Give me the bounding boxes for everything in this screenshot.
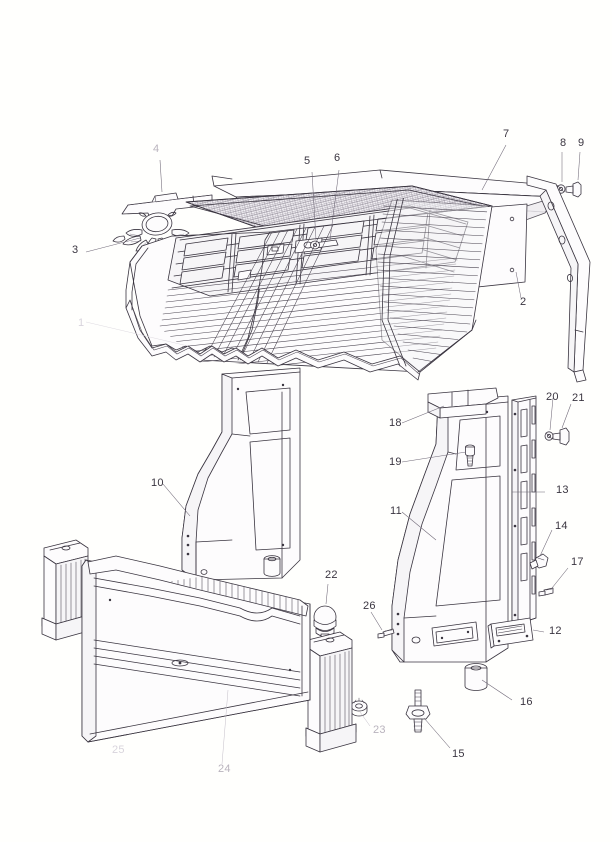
callout-number-2: 2	[520, 296, 526, 308]
callout-number-17: 17	[571, 556, 584, 568]
callout-number-24: 24	[218, 763, 231, 775]
callout-number-12: 12	[549, 625, 562, 637]
part-26-set-screw	[377, 628, 395, 639]
callout-number-18: 18	[389, 417, 402, 429]
callout-number-8: 8	[560, 137, 566, 149]
grille-right-post	[305, 631, 357, 753]
callout-number-13: 13	[556, 484, 569, 496]
callout-number-19: 19	[389, 456, 402, 468]
callout-leader-lines	[85, 144, 581, 765]
callout-number-3: 3	[72, 244, 78, 256]
part-18-cross-tie-bracket	[427, 387, 499, 419]
callout-number-16: 16	[520, 696, 533, 708]
callout-number-5: 5	[304, 155, 310, 167]
callout-number-4: 4	[153, 143, 159, 155]
callout-number-21: 21	[572, 392, 585, 404]
part-20-washer	[544, 431, 554, 441]
callout-number-25: 25	[112, 744, 125, 756]
callout-number-6t: 6	[334, 152, 340, 164]
part-14-shoulder-bolt	[529, 553, 549, 570]
part-19-flange-bolt	[465, 444, 475, 467]
part-1-radiator-shell-grille	[125, 185, 493, 381]
callout-number-7: 7	[503, 128, 509, 140]
part-9-hex-bolt	[565, 181, 582, 198]
part-10-left-support-bracket	[181, 367, 301, 581]
callout-number-26: 26	[363, 600, 376, 612]
part-23-castellated-nut	[350, 697, 368, 717]
callout-number-11: 11	[390, 505, 402, 517]
callout-number-22: 22	[325, 569, 338, 581]
part-15-stud-bolt-with-flange	[405, 689, 431, 733]
part-21-bolt	[552, 427, 570, 446]
callout-number-1: 1	[78, 317, 84, 329]
callout-number-23: 23	[373, 724, 386, 736]
part-12-latch-keeper-plate	[487, 617, 534, 649]
part-6-latch-handle-screw	[310, 239, 339, 250]
callout-number-15: 15	[452, 748, 465, 760]
callout-number-20: 20	[546, 391, 559, 403]
part-13-slotted-mounting-rail	[511, 395, 537, 627]
part-24-lower-grille-panel-assembly	[41, 539, 357, 753]
part-17-pan-head-screw	[538, 587, 554, 597]
part-16-rubber-spacer-bushing-left	[263, 555, 281, 577]
callout-number-10: 10	[151, 477, 164, 489]
hood-right-post	[526, 175, 591, 383]
part-11-right-support-bracket	[391, 395, 509, 663]
part-16-rubber-spacer-bushing	[464, 663, 488, 691]
callout-number-9: 9	[578, 137, 584, 149]
callout-number-14: 14	[555, 520, 568, 532]
